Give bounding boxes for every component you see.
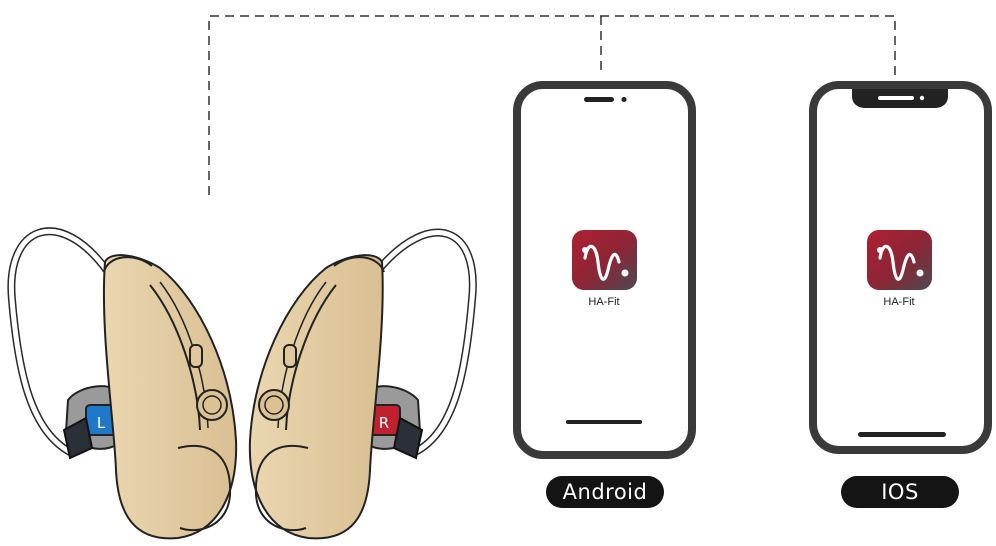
right-body — [248, 254, 384, 540]
left-hearing-aid: L — [7, 227, 238, 540]
ios-phone — [809, 81, 992, 454]
right-rocker — [258, 389, 290, 421]
ios-camera — [919, 95, 925, 101]
android-camera — [621, 97, 627, 102]
left-rocker — [196, 389, 228, 421]
left-button — [189, 344, 203, 368]
android-phone — [513, 81, 696, 459]
android-app-icon[interactable] — [572, 230, 637, 290]
left-connector — [62, 416, 94, 460]
right-connector — [392, 416, 424, 460]
ios-app-name: HA-Fit — [883, 296, 915, 308]
ios-home-bar — [858, 432, 946, 437]
left-marker-letter: L — [97, 414, 106, 432]
right-hearing-aid: R — [248, 228, 477, 540]
left-body-top — [103, 256, 153, 273]
ios-app-icon[interactable] — [867, 230, 932, 290]
right-button — [283, 344, 297, 368]
android-speaker — [584, 97, 614, 102]
android-app-name: HA-Fit — [588, 296, 620, 308]
right-marker-letter: R — [379, 414, 389, 432]
android-platform-label: Android — [546, 476, 664, 508]
app-logo-wave-icon — [583, 244, 621, 281]
right-battery-door — [254, 444, 309, 532]
ios-speaker — [878, 96, 914, 100]
left-body — [102, 254, 238, 540]
app-logo-wave-icon — [878, 244, 916, 281]
ios-platform-label: IOS — [841, 476, 959, 508]
left-battery-door — [177, 444, 232, 532]
connection-lines — [208, 15, 896, 195]
android-home-bar — [566, 420, 642, 424]
